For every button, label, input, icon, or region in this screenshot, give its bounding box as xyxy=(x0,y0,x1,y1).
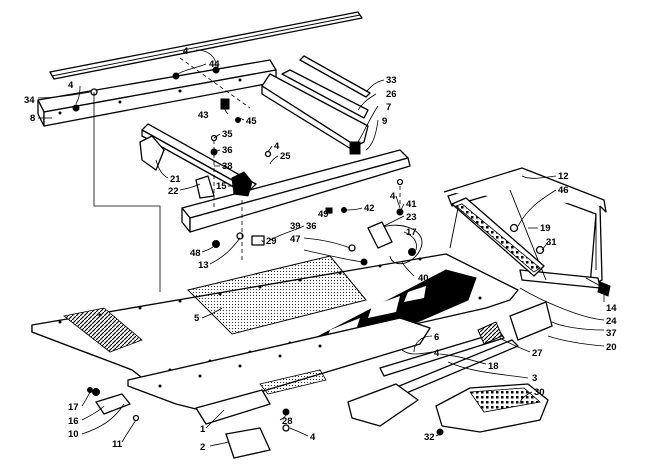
callout-c41: 41 xyxy=(406,199,417,210)
callout-c4f: 4 xyxy=(310,432,316,443)
clip-15-part xyxy=(231,171,253,197)
hitch-part xyxy=(451,197,545,277)
bracket-42-part xyxy=(367,221,393,249)
callout-c36b: 36 xyxy=(306,221,317,232)
callout-c44: 44 xyxy=(209,59,220,70)
callout-c11: 11 xyxy=(112,439,123,450)
callout-c17a: 17 xyxy=(406,227,417,238)
callout-c15: 15 xyxy=(216,181,227,192)
callout-c36a: 36 xyxy=(222,145,233,156)
callout-c18: 18 xyxy=(488,361,499,372)
callout-c47: 47 xyxy=(290,234,301,245)
callout-c20: 20 xyxy=(606,342,617,353)
upper-cross-bar-part xyxy=(181,149,411,233)
callout-c7: 7 xyxy=(386,102,391,113)
callout-c4a: 4 xyxy=(183,46,189,57)
callout-c37: 37 xyxy=(606,328,617,339)
callout-c22: 22 xyxy=(168,186,179,197)
callout-c4e: 4 xyxy=(434,348,440,359)
clip-43-part xyxy=(220,98,230,110)
small-bracket-21-part xyxy=(139,135,165,171)
callout-c14: 14 xyxy=(606,303,617,314)
small-bracket-22-part xyxy=(195,175,215,199)
callout-leaders xyxy=(37,49,605,447)
rear-side-panel-part xyxy=(261,69,369,155)
callout-c4c: 4 xyxy=(274,141,280,152)
lower-left-bracket-part xyxy=(92,388,131,415)
callout-c9: 9 xyxy=(382,116,387,127)
callout-c49: 49 xyxy=(318,209,329,220)
callout-c35: 35 xyxy=(222,129,233,140)
callout-c16: 16 xyxy=(68,416,79,427)
side-plate-37-part xyxy=(509,301,553,341)
callout-c28: 28 xyxy=(282,416,293,427)
callout-c17b: 17 xyxy=(68,402,79,413)
callout-c32: 32 xyxy=(424,432,435,443)
license-bracket-part xyxy=(225,427,271,459)
callout-c4b: 4 xyxy=(68,80,74,91)
callout-c26: 26 xyxy=(386,89,397,100)
callout-c24: 24 xyxy=(606,316,617,327)
callout-labels: 4 44 34 4 8 33 26 7 9 43 45 35 36 38 4 2… xyxy=(24,46,617,453)
top-strip-part xyxy=(49,11,363,80)
callout-c10: 10 xyxy=(68,429,79,440)
callout-c1: 1 xyxy=(200,424,206,435)
bolt-14-part xyxy=(585,277,611,297)
grill-insert-27-part xyxy=(477,321,503,345)
callout-c5: 5 xyxy=(194,313,200,324)
callout-c34: 34 xyxy=(24,95,35,106)
callout-c45: 45 xyxy=(246,116,257,127)
wiring-harness-part xyxy=(379,224,423,265)
assembly-dash-lines xyxy=(179,57,401,260)
callout-c4d: 4 xyxy=(390,191,396,202)
callout-c46: 46 xyxy=(558,185,569,196)
callout-c19: 19 xyxy=(540,223,551,234)
callout-c39: 39 xyxy=(290,221,301,232)
callout-c30: 30 xyxy=(534,387,545,398)
callout-c13: 13 xyxy=(198,260,209,271)
callout-c48: 48 xyxy=(190,248,201,259)
callout-c29: 29 xyxy=(266,236,277,247)
callout-c38: 38 xyxy=(222,161,233,172)
callout-c23: 23 xyxy=(406,212,417,223)
callout-c40: 40 xyxy=(418,273,429,284)
callout-c43: 43 xyxy=(198,110,209,121)
callout-c8: 8 xyxy=(30,113,35,124)
callout-c6: 6 xyxy=(434,332,439,343)
callout-c12: 12 xyxy=(558,171,569,182)
callout-c33: 33 xyxy=(386,75,397,86)
callout-c21: 21 xyxy=(170,174,181,185)
callout-c31: 31 xyxy=(546,237,557,248)
foot-rest-part xyxy=(347,383,549,433)
callout-c27: 27 xyxy=(532,348,543,359)
lower-floor-plate-part xyxy=(127,317,431,425)
callout-c3: 3 xyxy=(532,373,537,384)
callout-c42: 42 xyxy=(364,203,375,214)
callout-c25: 25 xyxy=(280,151,291,162)
top-right-rail-part xyxy=(299,55,371,98)
hardware-bolts xyxy=(72,66,545,436)
callout-c2: 2 xyxy=(200,442,205,453)
